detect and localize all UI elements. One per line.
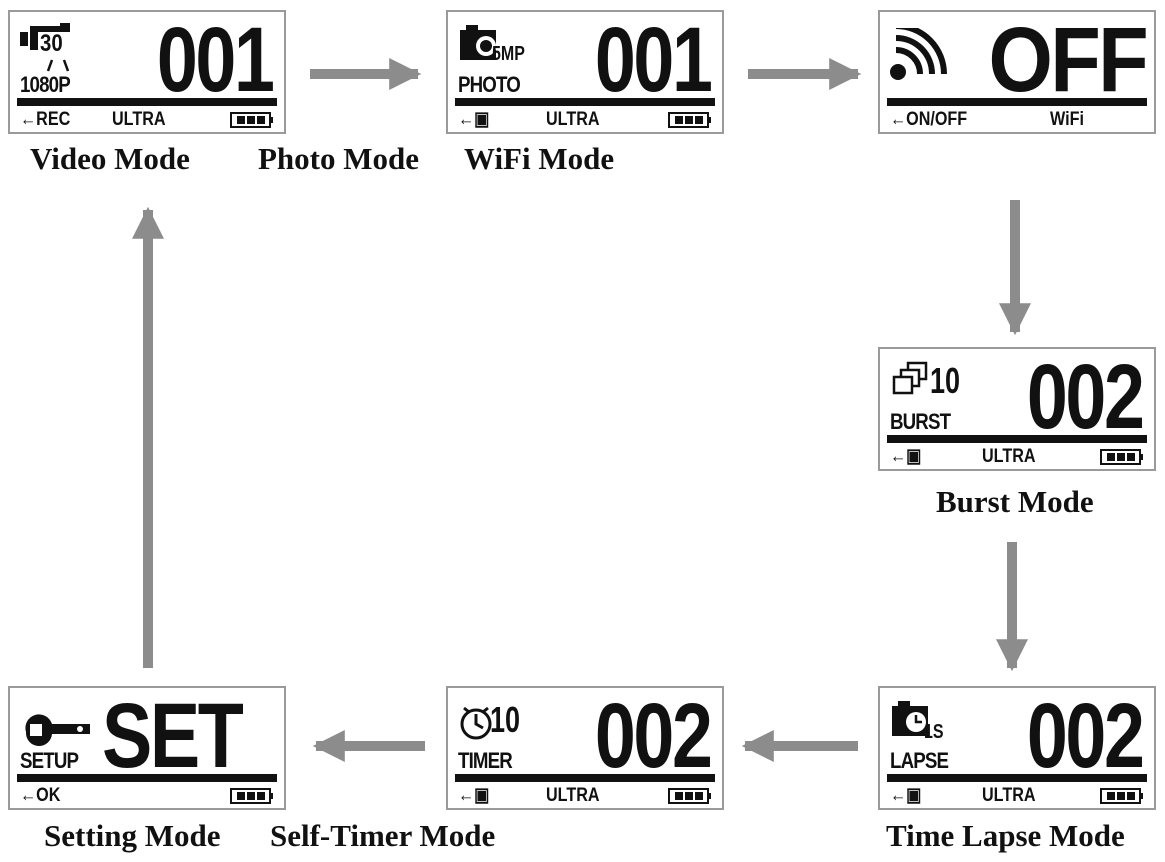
caption-setting-mode: Setting Mode bbox=[44, 818, 221, 853]
battery-icon bbox=[230, 112, 273, 128]
timelapse-mode-screen: 1S LAPSE 002 ←▣ ULTRA bbox=[878, 686, 1156, 810]
photo-divider bbox=[455, 98, 715, 106]
timer-icon bbox=[460, 706, 492, 740]
selftimer-back-camera: ←▣ bbox=[458, 785, 489, 807]
battery-icon bbox=[668, 112, 711, 128]
battery-icon bbox=[668, 788, 711, 804]
battery-icon bbox=[1100, 449, 1143, 465]
video-rec-label: ←REC bbox=[20, 109, 71, 130]
timelapse-counter: 002 bbox=[1026, 685, 1144, 787]
video-resolution: 1080P bbox=[20, 72, 71, 97]
wifi-onoff-label: ←ON/OFF bbox=[890, 109, 968, 130]
video-camera-icon bbox=[20, 23, 70, 72]
battery-icon bbox=[1100, 788, 1143, 804]
caption-timelapse-mode: Time Lapse Mode bbox=[886, 818, 1125, 853]
wrench-icon bbox=[25, 714, 90, 747]
video-mode-screen: 30 1080P 001 ←REC ULTRA bbox=[8, 10, 286, 134]
photo-mode-screen: 5MP PHOTO 001 ←▣ ULTRA bbox=[446, 10, 724, 134]
photo-camera-icon bbox=[460, 25, 496, 60]
caption-video-mode: Video Mode bbox=[30, 141, 190, 176]
photo-resolution: 5MP bbox=[492, 43, 525, 65]
caption-burst-mode: Burst Mode bbox=[936, 484, 1094, 519]
selftimer-counter: 002 bbox=[594, 685, 712, 787]
selftimer-mode-screen: 10 TIMER 002 ←▣ ULTRA bbox=[446, 686, 724, 810]
back-camera-icon: ←▣ bbox=[890, 446, 922, 467]
caption-selftimer-mode: Self-Timer Mode bbox=[270, 818, 496, 853]
burst-frames-icon bbox=[892, 361, 928, 395]
caption-wifi-mode: WiFi Mode bbox=[464, 141, 615, 176]
back-arrow-icon: ← bbox=[20, 109, 37, 130]
back-arrow-icon: ← bbox=[20, 785, 37, 806]
wifi-divider bbox=[887, 98, 1147, 106]
timelapse-label: LAPSE bbox=[890, 748, 949, 773]
burst-counter: 002 bbox=[1026, 346, 1144, 448]
burst-divider bbox=[887, 435, 1147, 443]
back-arrow-icon: ← bbox=[890, 109, 907, 130]
burst-count: 10 bbox=[930, 360, 961, 401]
timelapse-camera-icon bbox=[892, 701, 928, 736]
battery-icon bbox=[230, 788, 273, 804]
burst-label: BURST bbox=[890, 409, 951, 434]
photo-label: PHOTO bbox=[458, 72, 521, 97]
timelapse-mode-label: ULTRA bbox=[982, 785, 1036, 806]
video-fps: 30 bbox=[40, 30, 63, 57]
timelapse-divider bbox=[887, 774, 1147, 782]
back-camera-icon: ←▣ bbox=[458, 109, 490, 130]
timelapse-interval: 1S bbox=[924, 721, 944, 743]
setting-mode-screen: SETUP SET ←OK bbox=[8, 686, 286, 810]
setting-label: SETUP bbox=[20, 748, 79, 773]
selftimer-label: TIMER bbox=[458, 748, 513, 773]
burst-back-camera: ←▣ bbox=[890, 446, 921, 468]
video-mode-label: ULTRA bbox=[112, 109, 166, 130]
video-divider bbox=[17, 98, 277, 106]
back-camera-icon: ←▣ bbox=[890, 785, 922, 806]
caption-photo-mode: Photo Mode bbox=[258, 141, 420, 176]
setting-divider bbox=[17, 774, 277, 782]
burst-mode-screen: 10 BURST 002 ←▣ ULTRA bbox=[878, 347, 1156, 471]
wifi-mode-screen: OFF ←ON/OFF WiFi bbox=[878, 10, 1156, 134]
wifi-signal-icon bbox=[890, 28, 947, 80]
timelapse-back-camera: ←▣ bbox=[890, 785, 921, 807]
setting-title: SET bbox=[102, 685, 244, 787]
wifi-mode-label: WiFi bbox=[1050, 109, 1084, 130]
video-counter: 001 bbox=[156, 9, 274, 111]
photo-mode-label: ULTRA bbox=[546, 109, 600, 130]
wifi-status: OFF bbox=[988, 9, 1149, 111]
photo-counter: 001 bbox=[594, 9, 712, 111]
setting-ok-label: ←OK bbox=[20, 785, 61, 806]
photo-back-camera: ←▣ bbox=[458, 109, 489, 131]
selftimer-count: 10 bbox=[490, 699, 521, 740]
back-camera-icon: ←▣ bbox=[458, 785, 490, 806]
selftimer-mode-label: ULTRA bbox=[546, 785, 600, 806]
burst-mode-label: ULTRA bbox=[982, 446, 1036, 467]
selftimer-divider bbox=[455, 774, 715, 782]
